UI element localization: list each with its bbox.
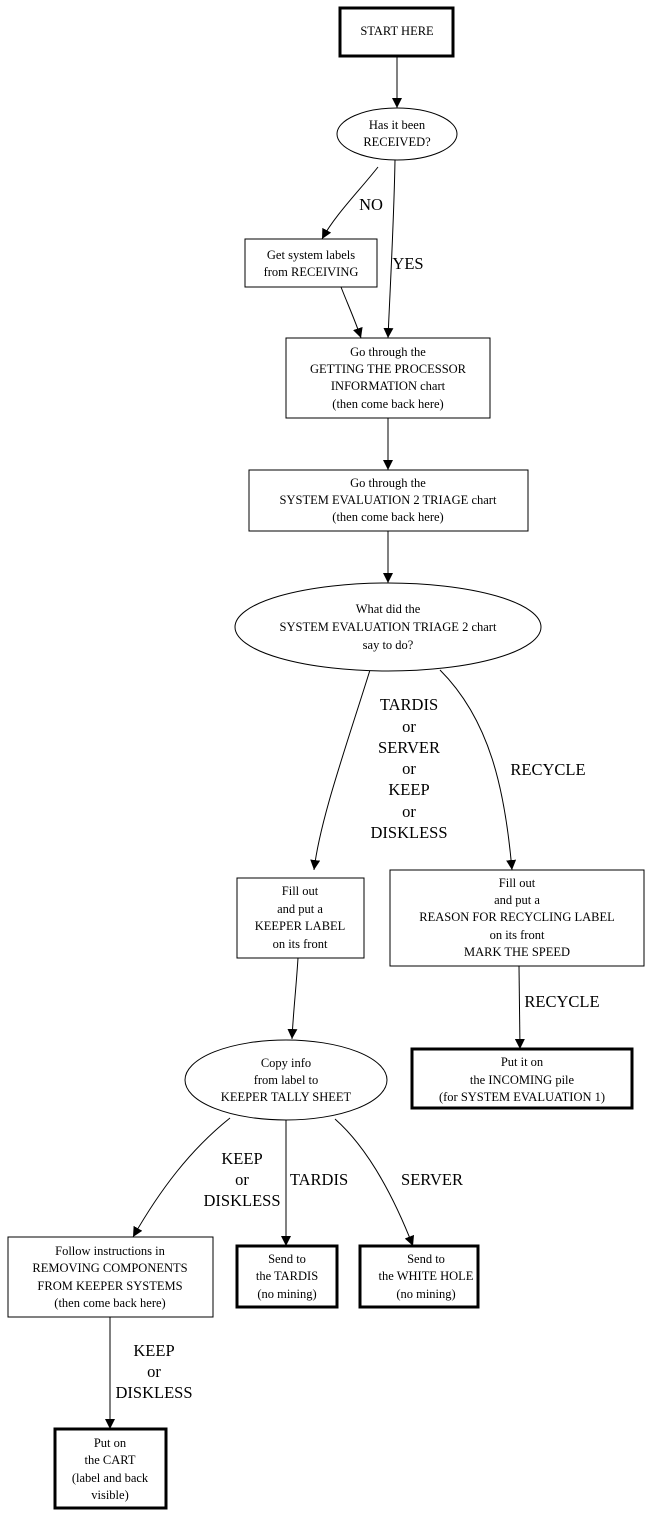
node-keeper-label: Fill out and put a KEEPER LABEL on its f…: [236, 877, 365, 959]
node-text: visible): [91, 1488, 129, 1502]
node-text: on its front: [490, 928, 545, 942]
edge-label-server: SERVER: [401, 1170, 463, 1189]
edge-label-line: DISKLESS: [203, 1191, 280, 1210]
edge-label-line: KEEP: [221, 1149, 262, 1168]
node-labels: Get system labels from RECEIVING: [244, 238, 378, 288]
node-what: What did the SYSTEM EVALUATION TRIAGE 2 …: [234, 582, 542, 672]
edge-copy-follow: [132, 1117, 231, 1238]
node-text: Follow instructions in: [55, 1244, 165, 1258]
node-text: GETTING THE PROCESSOR: [310, 362, 467, 376]
edge-label-keep-diskless: KEEP or DISKLESS: [203, 1149, 280, 1210]
node-text: Send to: [407, 1252, 445, 1266]
node-cart: Put on the CART (label and back visible): [53, 1427, 168, 1510]
node-text: Fill out: [499, 876, 536, 890]
node-text: (for SYSTEM EVALUATION 1): [439, 1090, 605, 1104]
edge-label-line: or: [402, 802, 416, 821]
edge-label-recycle: RECYCLE: [510, 760, 585, 779]
edge-recycle-incoming: [514, 965, 525, 1050]
edge-label-line: KEEP: [133, 1341, 174, 1360]
edge-labels-processor: [340, 286, 363, 339]
node-text: Go through the: [350, 476, 426, 490]
node-text: say to do?: [363, 638, 414, 652]
node-text: INFORMATION chart: [331, 379, 446, 393]
node-text: What did the: [356, 602, 421, 616]
node-text: START HERE: [360, 24, 434, 38]
node-text: REMOVING COMPONENTS: [32, 1261, 187, 1275]
node-text: KEEPER LABEL: [255, 919, 346, 933]
edge-label-line: DISKLESS: [115, 1383, 192, 1402]
edge-received-processor: [383, 159, 396, 339]
node-incoming: Put it on the INCOMING pile (for SYSTEM …: [410, 1047, 634, 1110]
node-text: RECEIVED?: [363, 135, 431, 149]
edge-label-line: SERVER: [378, 738, 440, 757]
edge-label-line: or: [235, 1170, 249, 1189]
node-copy: Copy info from label to KEEPER TALLY SHE…: [184, 1039, 388, 1121]
node-text: Send to: [268, 1252, 306, 1266]
node-text: the CART: [85, 1453, 136, 1467]
node-text: the TARDIS: [256, 1269, 318, 1283]
node-text: from label to: [254, 1073, 319, 1087]
edge-label-keep-paths: TARDIS or SERVER or KEEP or DISKLESS: [370, 695, 447, 842]
node-text: on its front: [273, 937, 328, 951]
node-text: MARK THE SPEED: [464, 945, 570, 959]
node-sys-eval: Go through the SYSTEM EVALUATION 2 TRIAG…: [248, 469, 529, 532]
node-text: Put on: [94, 1436, 127, 1450]
node-text: SYSTEM EVALUATION TRIAGE 2 chart: [280, 620, 497, 634]
node-text: and put a: [494, 893, 540, 907]
edge-label-no: NO: [359, 195, 383, 214]
node-text: Copy info: [261, 1056, 311, 1070]
node-text: the WHITE HOLE: [379, 1269, 474, 1283]
node-text: (then come back here): [332, 510, 443, 524]
edge-keeper-copy: [287, 957, 299, 1040]
edge-what-keeper: [310, 669, 371, 871]
edge-received-labels: [321, 166, 379, 240]
node-recycle-label: Fill out and put a REASON FOR RECYCLING …: [389, 869, 645, 967]
node-text: (no mining): [396, 1287, 455, 1301]
node-text: REASON FOR RECYCLING LABEL: [419, 910, 615, 924]
edge-what-recycle: [439, 669, 517, 871]
node-text: from RECEIVING: [264, 265, 359, 279]
node-whitehole: Send to the WHITE HOLE (no mining): [358, 1244, 480, 1309]
edge-label-line: or: [402, 717, 416, 736]
edge-label-keep-diskless-2: KEEP or DISKLESS: [115, 1341, 192, 1402]
node-text: FROM KEEPER SYSTEMS: [37, 1279, 182, 1293]
edge-label-recycle-2: RECYCLE: [524, 992, 599, 1011]
edge-label-tardis: TARDIS: [290, 1170, 348, 1189]
edge-label-line: TARDIS: [380, 695, 438, 714]
edge-label-line: DISKLESS: [370, 823, 447, 842]
node-text: Go through the: [350, 345, 426, 359]
edge-label-line: or: [402, 759, 416, 778]
node-text: (then come back here): [54, 1296, 165, 1310]
node-text: (then come back here): [332, 397, 443, 411]
node-text: (no mining): [257, 1287, 316, 1301]
node-received: Has it been RECEIVED?: [336, 107, 458, 161]
edge-label-line: KEEP: [388, 780, 429, 799]
node-text: Get system labels: [267, 248, 355, 262]
node-text: KEEPER TALLY SHEET: [221, 1090, 352, 1104]
node-text: SYSTEM EVALUATION 2 TRIAGE chart: [280, 493, 497, 507]
edge-label-line: or: [147, 1362, 161, 1381]
node-follow: Follow instructions in REMOVING COMPONEN…: [7, 1236, 214, 1318]
edge-label-yes: YES: [392, 254, 423, 273]
node-text: Has it been: [369, 118, 426, 132]
node-text: the INCOMING pile: [470, 1073, 575, 1087]
node-text: Put it on: [501, 1055, 544, 1069]
node-tardis: Send to the TARDIS (no mining): [235, 1244, 339, 1309]
edge-copy-whitehole: [334, 1118, 415, 1247]
node-text: Fill out: [282, 884, 319, 898]
node-start: START HERE: [338, 6, 455, 58]
node-text: (label and back: [72, 1471, 149, 1485]
node-text: and put a: [277, 902, 323, 916]
node-processor: Go through the GETTING THE PROCESSOR INF…: [285, 337, 491, 419]
